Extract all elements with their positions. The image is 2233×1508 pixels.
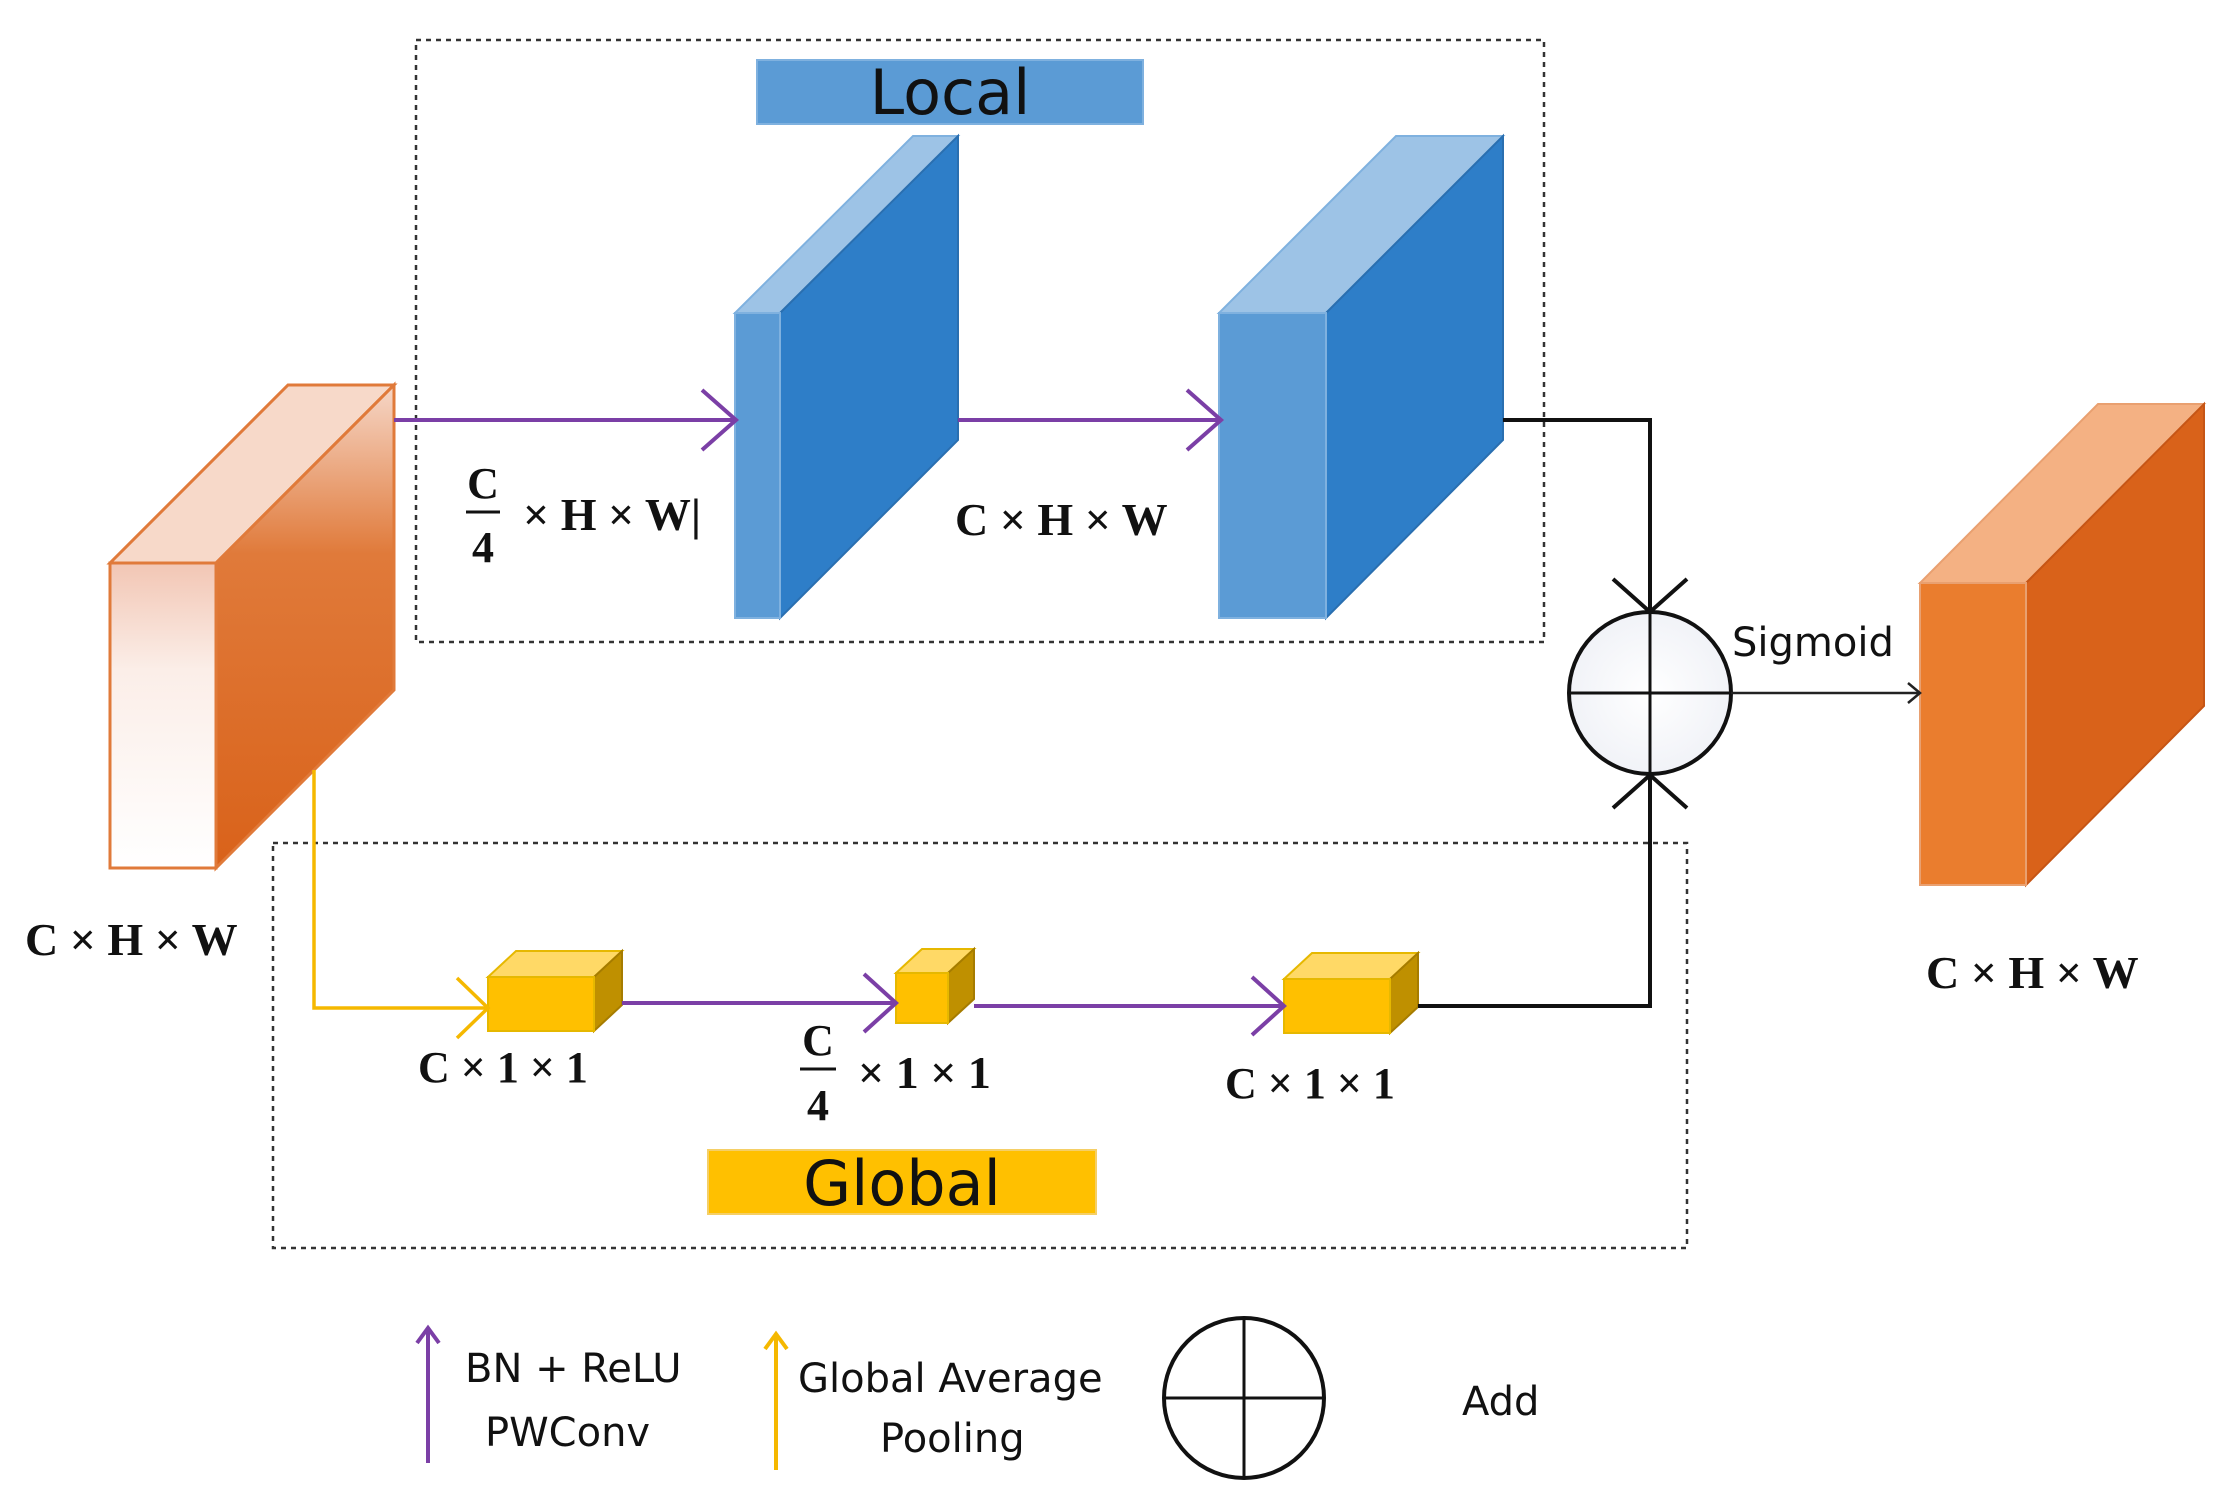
global-to-add-connector	[1418, 772, 1689, 1008]
global-arrow-1	[622, 972, 899, 1034]
local-conv-block-2	[1216, 133, 1506, 621]
sigmoid-arrow	[1731, 682, 1922, 704]
legend: BN + ReLU PWConv Global Average Pooling …	[415, 1316, 1539, 1480]
legend-add-label: Add	[1462, 1379, 1539, 1425]
global-banner: Global	[707, 1147, 1097, 1220]
global-pooled-block-2	[1281, 950, 1421, 1036]
global-middle-dim-label: C 4 × 1 × 1	[800, 1016, 991, 1130]
legend-yellow-line2: Pooling	[880, 1416, 1025, 1462]
add-operator	[1567, 610, 1733, 776]
local-banner: Local	[756, 56, 1144, 129]
sigmoid-label: Sigmoid	[1732, 620, 1894, 666]
global-banner-label: Global	[803, 1147, 1001, 1220]
global-reduced-block	[893, 946, 977, 1026]
local-arrow-1	[394, 388, 740, 452]
legend-purple-line2: PWConv	[485, 1410, 650, 1456]
local-conv-block-1	[732, 133, 961, 621]
output-tensor-block	[1917, 401, 2207, 888]
local-group-box	[414, 38, 1546, 644]
global-middle-rest: × 1 × 1	[858, 1047, 991, 1098]
input-dim-label: C × H × W	[25, 914, 238, 965]
global-arrow-2	[974, 975, 1287, 1037]
legend-yellow-arrow	[763, 1330, 789, 1470]
legend-purple-line1: BN + ReLU	[465, 1346, 681, 1392]
input-tensor-block	[106, 381, 398, 872]
legend-yellow-line1: Global Average	[798, 1356, 1103, 1402]
local-arrow-2	[958, 388, 1225, 452]
local-second-dim-label: C × H × W	[955, 494, 1168, 545]
output-dim-label: C × H × W	[1926, 947, 2139, 998]
local-first-denominator: 4	[472, 523, 494, 572]
local-first-rest: × H × W|	[523, 489, 701, 540]
global-middle-numerator: C	[802, 1016, 834, 1065]
global-first-dim-label: C × 1 × 1	[418, 1043, 588, 1092]
local-banner-label: Local	[870, 56, 1031, 129]
global-pooling-arrow	[312, 770, 491, 1040]
local-first-dim-label: C 4 × H × W|	[466, 459, 701, 572]
global-last-dim-label: C × 1 × 1	[1225, 1059, 1395, 1108]
legend-add-icon	[1162, 1316, 1326, 1480]
local-first-numerator: C	[467, 459, 499, 508]
legend-purple-arrow	[415, 1324, 441, 1463]
global-middle-denominator: 4	[807, 1081, 829, 1130]
local-to-add-connector	[1503, 418, 1689, 615]
global-pooled-block-1	[485, 948, 625, 1034]
